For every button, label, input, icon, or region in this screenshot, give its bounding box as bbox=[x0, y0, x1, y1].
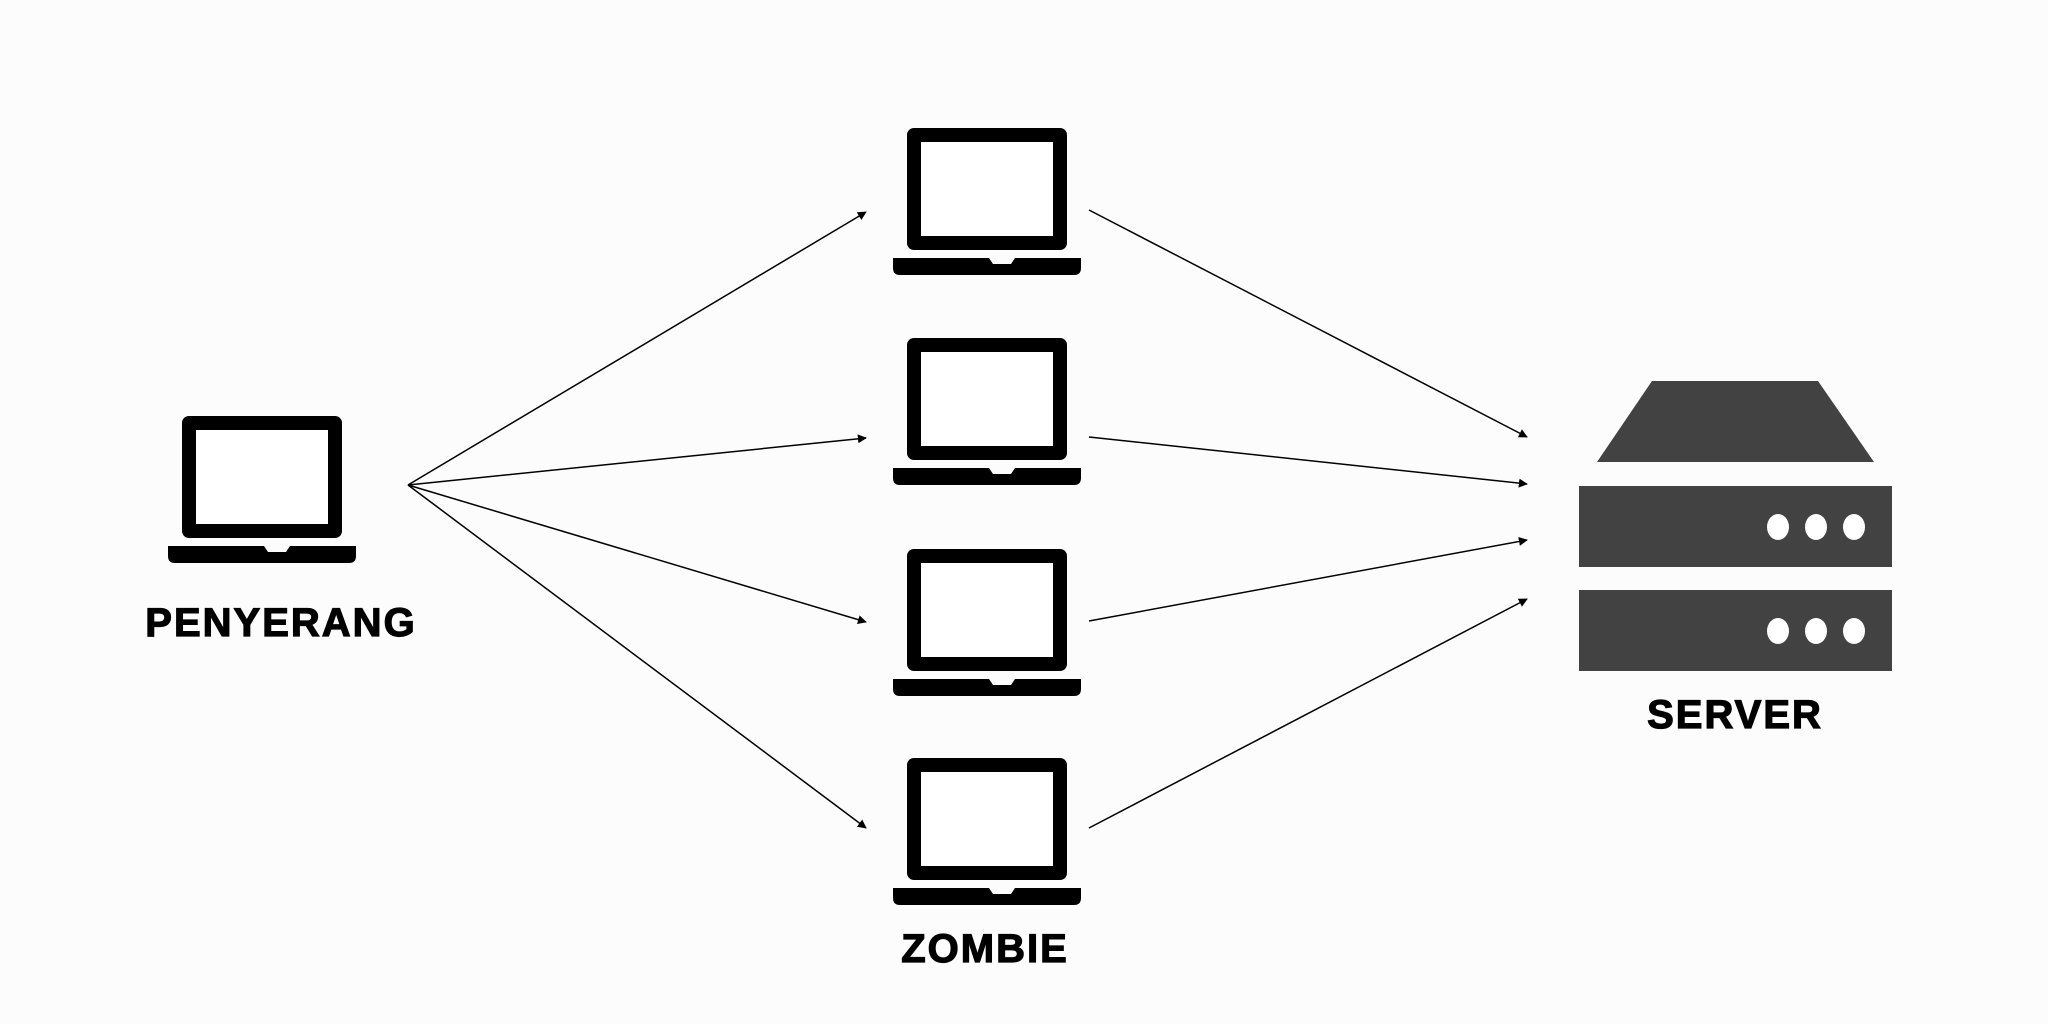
edge-zombie-3-server bbox=[1088, 537, 1528, 622]
attacker-label: PENYERANG bbox=[145, 601, 416, 645]
server-icon bbox=[1579, 381, 1892, 671]
edge-attacker-zombie-3 bbox=[407, 484, 867, 624]
edge-zombie-1-server bbox=[1088, 209, 1528, 438]
laptop-icon bbox=[893, 758, 1081, 905]
laptop-icon bbox=[893, 338, 1081, 485]
server-node: SERVER bbox=[1579, 381, 1892, 738]
attacker-node: PENYERANG bbox=[145, 416, 416, 646]
edge-attacker-zombie-4 bbox=[407, 484, 867, 829]
edges-zombies-to-server bbox=[1088, 209, 1528, 829]
edge-zombie-4-server bbox=[1088, 598, 1528, 829]
edge-attacker-zombie-2 bbox=[407, 434, 867, 486]
edges-attacker-to-zombies bbox=[407, 211, 867, 829]
zombie-label: ZOMBIE bbox=[901, 927, 1069, 971]
zombie-group: ZOMBIE bbox=[893, 128, 1081, 972]
laptop-icon bbox=[893, 128, 1081, 275]
edge-zombie-2-server bbox=[1088, 436, 1528, 488]
laptop-icon bbox=[893, 549, 1081, 696]
server-label: SERVER bbox=[1647, 693, 1823, 737]
edge-attacker-zombie-1 bbox=[407, 211, 867, 486]
laptop-icon bbox=[168, 416, 356, 563]
